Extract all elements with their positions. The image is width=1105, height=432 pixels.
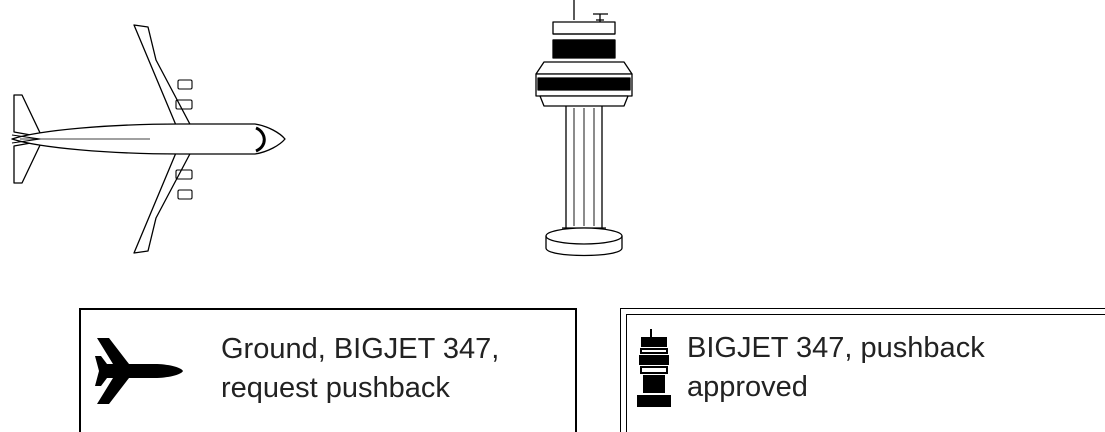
control-tower-illustration bbox=[528, 0, 640, 262]
pilot-message-box: Ground, BIGJET 347, request pushback bbox=[79, 308, 577, 432]
airplane-icon bbox=[93, 330, 185, 412]
aircraft-illustration bbox=[0, 20, 290, 260]
atc-message-text: BIGJET 347, pushback approved bbox=[687, 329, 1087, 407]
pilot-message-text: Ground, BIGJET 347, request pushback bbox=[221, 330, 561, 408]
atc-message-box: BIGJET 347, pushback approved bbox=[620, 308, 1105, 432]
tower-icon bbox=[637, 329, 671, 409]
